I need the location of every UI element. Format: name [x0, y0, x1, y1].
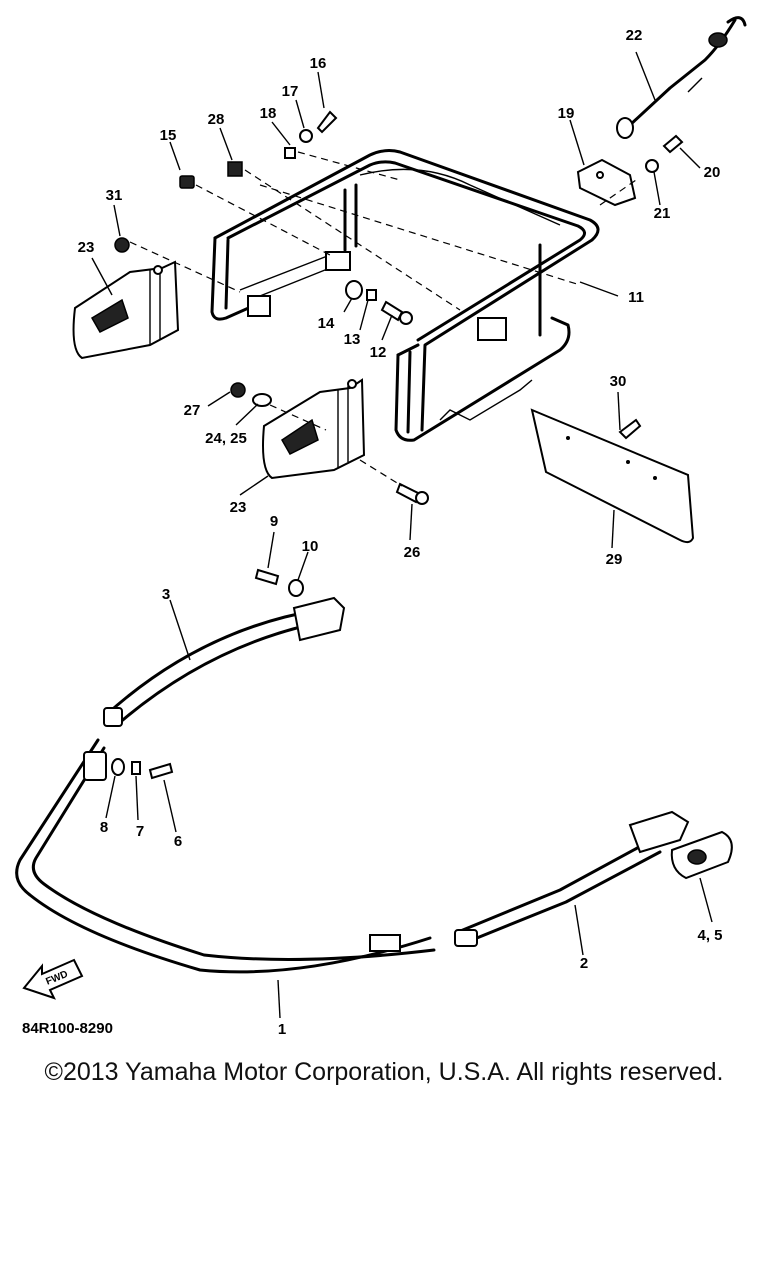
callout-18: 18 — [260, 105, 277, 122]
callout-27: 27 — [184, 402, 201, 419]
callout-31: 31 — [106, 187, 123, 204]
callout-10: 10 — [302, 538, 319, 555]
callout-26: 26 — [404, 544, 421, 561]
copyright-text: ©2013 Yamaha Motor Corporation, U.S.A. A… — [44, 1058, 724, 1086]
rack-frame — [210, 149, 600, 442]
callout-17: 17 — [282, 83, 299, 100]
callout-8: 8 — [100, 819, 108, 836]
callout-13: 13 — [344, 331, 361, 348]
callout-12: 12 — [370, 344, 387, 361]
callout-19: 19 — [558, 105, 575, 122]
callout-14: 14 — [318, 315, 335, 332]
callout-4-5: 4, 5 — [697, 927, 722, 944]
grab-bar-3 — [103, 596, 346, 727]
leader-lines — [91, 51, 713, 1019]
callout-20: 20 — [704, 164, 721, 181]
callout-3: 3 — [162, 586, 170, 603]
callout-23b: 23 — [230, 499, 247, 516]
callout-24-25: 24, 25 — [205, 430, 247, 447]
callout-30: 30 — [610, 373, 627, 390]
callout-1: 1 — [278, 1021, 286, 1038]
license-plate — [530, 408, 695, 544]
callout-6: 6 — [174, 833, 182, 850]
callout-28: 28 — [208, 111, 225, 128]
callout-16: 16 — [310, 55, 327, 72]
bar-2 — [454, 810, 690, 947]
callout-15: 15 — [160, 127, 177, 144]
callout-2: 2 — [580, 955, 588, 972]
callout-23a: 23 — [78, 239, 95, 256]
side-bracket-lower — [262, 378, 366, 480]
side-bracket-upper — [72, 260, 180, 360]
callout-labels: 22 16 17 19 28 18 15 20 31 21 23 11 14 1… — [78, 27, 723, 1038]
diagram-code: 84R100-8290 — [22, 1020, 113, 1037]
callout-7: 7 — [136, 823, 144, 840]
bumper-1 — [15, 738, 436, 974]
callout-21: 21 — [654, 205, 671, 222]
callout-29: 29 — [606, 551, 623, 568]
callout-11: 11 — [628, 289, 644, 306]
latch-and-cable — [576, 16, 747, 207]
hardware — [111, 110, 733, 880]
parts-diagram: 22 16 17 19 28 18 15 20 31 21 23 11 14 1… — [15, 16, 747, 1038]
callout-22: 22 — [626, 27, 643, 44]
fwd-arrow: FWD — [22, 958, 84, 1000]
callout-9: 9 — [270, 513, 278, 530]
